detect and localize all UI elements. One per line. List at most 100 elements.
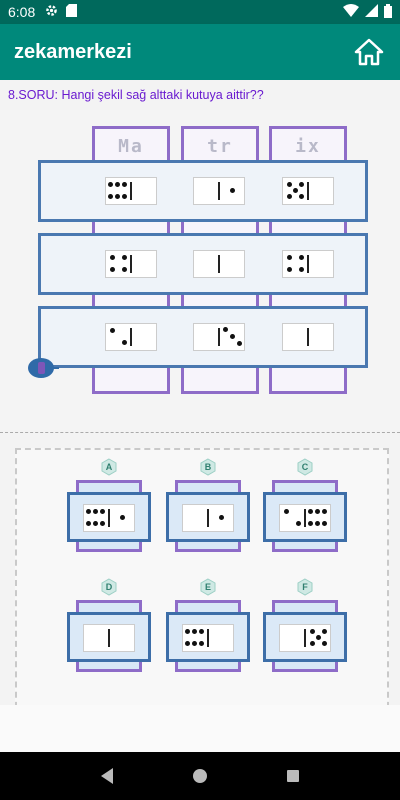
domino-right-half — [306, 625, 330, 651]
domino-pip — [230, 334, 235, 339]
domino-pip — [322, 509, 327, 514]
domino-left-half — [194, 178, 218, 204]
divider — [0, 432, 400, 433]
domino-left-half — [194, 324, 218, 350]
domino-left-half — [106, 251, 130, 277]
option-badge: B — [199, 458, 217, 476]
domino-pip — [199, 641, 204, 646]
domino-pip — [316, 635, 321, 640]
home-button[interactable] — [352, 35, 386, 69]
domino-pip — [310, 629, 315, 634]
puzzle-domino — [105, 250, 157, 278]
domino-pip — [110, 255, 115, 260]
option-label: C — [301, 462, 309, 472]
domino-pip — [284, 509, 289, 514]
domino-pip — [287, 194, 292, 199]
domino-pip — [310, 641, 315, 646]
domino-pip — [122, 194, 127, 199]
blank-footer — [0, 705, 400, 752]
wifi-icon — [343, 4, 359, 20]
domino-pip — [120, 515, 125, 520]
domino-right-half — [220, 178, 244, 204]
domino-pip — [287, 255, 292, 260]
domino-pip — [322, 641, 327, 646]
home-nav-button[interactable] — [180, 756, 220, 796]
domino-right-half — [132, 251, 156, 277]
domino-pip — [199, 629, 204, 634]
option-label: B — [204, 462, 212, 472]
option-badge: F — [296, 578, 314, 596]
domino-pip — [296, 521, 301, 526]
domino-right-half — [309, 251, 333, 277]
domino-pip — [110, 328, 115, 333]
status-bar: 6:08 — [0, 0, 400, 24]
back-button[interactable] — [87, 756, 127, 796]
domino-left-half — [84, 625, 108, 651]
option-badge: C — [296, 458, 314, 476]
signal-icon — [365, 4, 378, 20]
option-label: F — [302, 582, 308, 592]
recents-icon — [287, 770, 300, 782]
navigation-bar — [0, 752, 400, 800]
option-label: D — [105, 582, 113, 592]
domino-pip — [110, 267, 115, 272]
domino-pip — [115, 194, 120, 199]
domino-pip — [122, 255, 127, 260]
domino-pip — [219, 515, 224, 520]
gear-icon — [45, 4, 58, 20]
option-badge: E — [199, 578, 217, 596]
domino-divider — [218, 255, 220, 273]
domino-right-half — [209, 505, 233, 531]
domino-pip — [308, 521, 313, 526]
option-domino — [83, 504, 135, 532]
domino-right-half — [309, 324, 333, 350]
domino-right-half — [309, 178, 333, 204]
option-domino — [182, 624, 234, 652]
column-header-2: tr — [207, 135, 233, 157]
domino-divider — [207, 509, 209, 527]
domino-pip — [299, 182, 304, 187]
domino-pip — [93, 521, 98, 526]
domino-divider — [108, 629, 110, 647]
domino-pip — [122, 340, 127, 345]
domino-left-half — [283, 178, 307, 204]
option-badge: A — [100, 458, 118, 476]
option-label: A — [105, 462, 113, 472]
domino-pip — [299, 255, 304, 260]
domino-pip — [322, 521, 327, 526]
domino-pip — [192, 629, 197, 634]
domino-pip — [308, 509, 313, 514]
nav-home-icon — [192, 769, 207, 783]
puzzle-domino — [282, 323, 334, 351]
back-icon — [100, 768, 113, 784]
domino-pip — [237, 341, 242, 346]
option-front-frame — [166, 612, 250, 662]
domino-pip — [299, 194, 304, 199]
puzzle-domino — [193, 177, 245, 205]
domino-divider — [130, 255, 132, 273]
option-badge: D — [100, 578, 118, 596]
accessibility-bubble-icon[interactable] — [27, 356, 59, 380]
puzzle-domino — [193, 250, 245, 278]
option-domino — [279, 624, 331, 652]
puzzle-panel: Ma tr ix — [0, 110, 400, 430]
domino-right-half — [132, 324, 156, 350]
column-header-1: Ma — [118, 135, 144, 157]
domino-pip — [223, 327, 228, 332]
domino-divider — [130, 328, 132, 346]
domino-right-half — [132, 178, 156, 204]
content-area[interactable]: 8.SORU: Hangi şekil sağ alttaki kutuya a… — [0, 80, 400, 705]
column-header-3: ix — [295, 135, 321, 157]
sd-card-icon — [66, 4, 78, 20]
option-label: E — [204, 582, 211, 592]
domino-divider — [304, 509, 306, 527]
puzzle-domino — [193, 323, 245, 351]
domino-right-half — [220, 251, 244, 277]
recents-button[interactable] — [273, 756, 313, 796]
domino-divider — [307, 182, 309, 200]
answer-options-panel: A B C D E F — [15, 448, 389, 705]
domino-divider — [307, 328, 309, 346]
option-domino — [279, 504, 331, 532]
domino-divider — [130, 182, 132, 200]
home-icon — [354, 38, 384, 66]
